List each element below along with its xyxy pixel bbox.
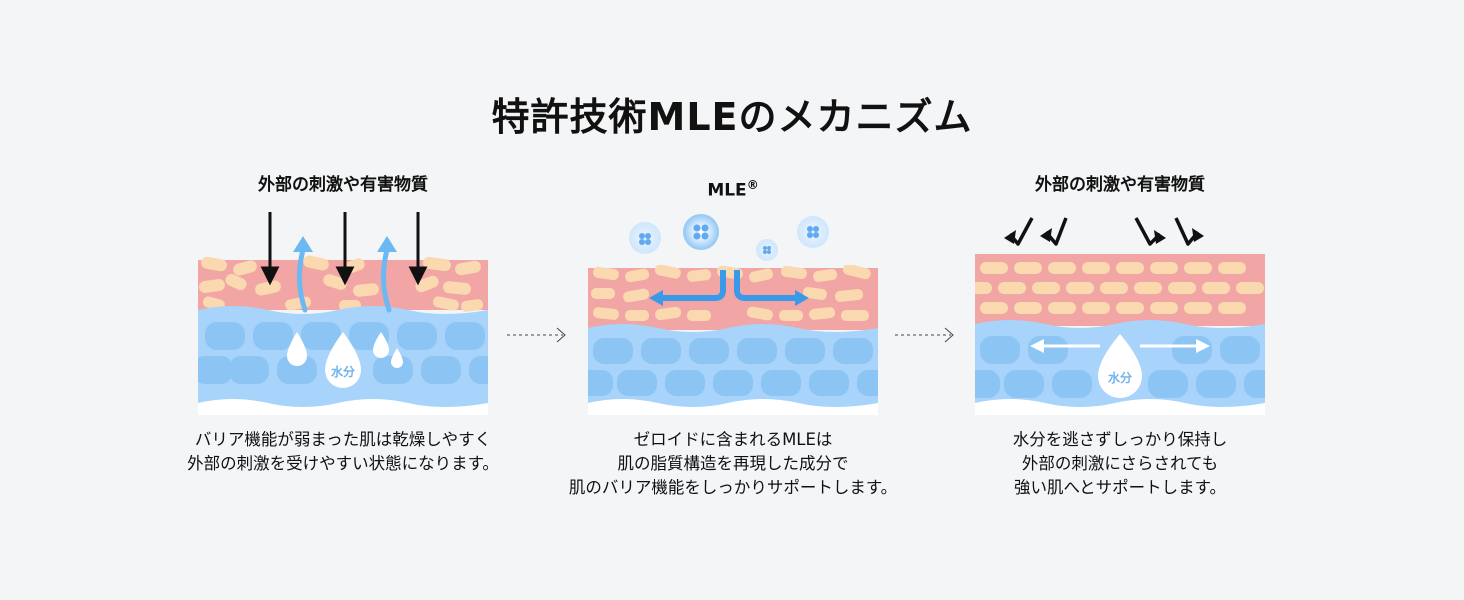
water-badge-label: 水分	[331, 364, 355, 379]
registered-mark: ®	[746, 178, 759, 192]
weak-skin-illustration: 水分	[198, 212, 488, 415]
mle-spread-arrows	[661, 270, 797, 301]
mle-particles	[629, 214, 829, 261]
deflected-arrows	[1008, 217, 1200, 246]
mle-heading: MLE	[707, 180, 747, 201]
panel-caption: バリア機能が弱まった肌は乾燥しやすく 外部の刺激を受けやすい状態になります。	[187, 430, 499, 473]
panel-heading: 外部の刺激や有害物質	[1035, 175, 1205, 195]
panel-strong-barrier: 外部の刺激や有害物質	[970, 170, 1270, 497]
evaporation-arrows	[297, 247, 392, 313]
water-drops	[287, 332, 403, 388]
page-title: 特許技術MLEのメカニズム	[491, 95, 973, 139]
panel-weakened-barrier: 外部の刺激や有害物質	[187, 170, 499, 473]
lipid-cells	[199, 255, 484, 312]
water-badge-label: 水分	[1108, 370, 1132, 385]
water-drop-icon	[1098, 334, 1142, 398]
lipid-cells	[975, 262, 1264, 314]
mle-skin-illustration	[588, 214, 878, 415]
lipid-cells	[591, 265, 871, 321]
panel-heading: 外部の刺激や有害物質	[258, 175, 428, 195]
panel-caption: 水分を逃さずしっかり保持し 外部の刺激にさらされても 強い肌へとサポートします。	[1012, 430, 1228, 497]
harmful-arrows	[260, 212, 428, 286]
flow-arrow-icon	[507, 327, 566, 343]
moisture-cells	[588, 338, 878, 396]
healthy-skin-illustration: 水分	[975, 217, 1265, 415]
panel-heading: MLE®	[583, 170, 883, 201]
panel-caption: ゼロイドに含まれるMLEは 肌の脂質構造を再現した成分で 肌のバリア機能をしっか…	[568, 430, 898, 497]
flow-arrow-icon	[895, 327, 954, 343]
water-drop-icon	[325, 332, 361, 388]
panel-mle: MLE®	[569, 170, 897, 497]
moisture-cells	[975, 336, 1265, 398]
